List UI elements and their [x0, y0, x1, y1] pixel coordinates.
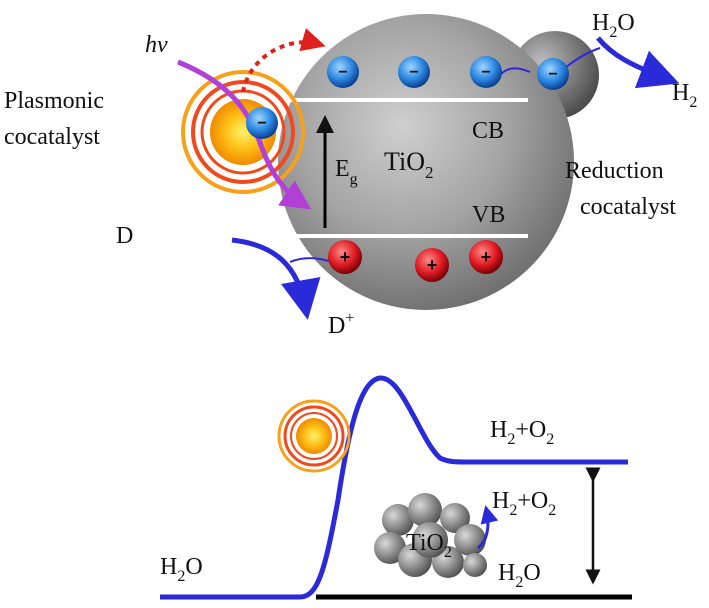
cocatalyst-electron-link	[564, 47, 601, 69]
donor-oxidation-arrow	[231, 237, 321, 320]
hole-vb-1: +	[328, 240, 362, 274]
donor-label: D	[116, 223, 133, 249]
water-reduction-arrow	[596, 36, 680, 89]
water-splitting-arrow	[476, 505, 499, 550]
svg-text:−: −	[481, 64, 490, 81]
tio2-nanoparticle-cluster	[374, 493, 487, 578]
eg-label: Eg	[335, 156, 358, 188]
vb-label: VB	[472, 202, 505, 228]
svg-text:+: +	[481, 247, 492, 267]
electron-cb-1: −	[327, 56, 359, 88]
hv-label: hv	[145, 32, 168, 58]
svg-text:+: +	[340, 247, 351, 267]
svg-text:−: −	[409, 64, 418, 81]
water-right-label: H2O	[498, 560, 541, 591]
oxidized-donor-label: D+	[328, 310, 354, 339]
tio2-small-label: TiO2	[406, 530, 452, 561]
reduction-label-line1: Reduction	[565, 158, 664, 184]
plasmonic-label-line1: Plasmonic	[4, 88, 104, 114]
energy-profile-curve	[160, 375, 628, 600]
svg-text:−: −	[548, 66, 557, 83]
hydrogen-label: H2	[672, 80, 697, 111]
tio2-label: TiO2	[384, 147, 433, 182]
electron-cb-2: −	[398, 56, 430, 88]
svg-text:−: −	[338, 64, 347, 81]
reduction-label-line2: cocatalyst	[580, 194, 676, 220]
cb-label: CB	[472, 118, 504, 144]
electron-injection-arrow	[241, 28, 326, 93]
electron-plasmonic: −	[246, 107, 278, 139]
products-high-label: H2+O2	[490, 417, 554, 448]
electron-reduction-cocatalyst: −	[537, 58, 569, 90]
plasmonic-label-line2: cocatalyst	[4, 124, 100, 150]
svg-text:−: −	[257, 115, 266, 132]
hole-vb-3: +	[469, 240, 503, 274]
products-low-label: H2+O2	[492, 488, 556, 519]
electron-cb-3: −	[470, 56, 502, 88]
light-arrow	[177, 59, 312, 210]
water-top-label: H2O	[592, 10, 635, 41]
electron-transfer-connector	[499, 67, 531, 76]
water-left-label: H2O	[160, 554, 203, 585]
plasmonic-sun-small	[277, 399, 351, 473]
svg-text:+: +	[427, 255, 438, 275]
hole-vb-2: +	[415, 248, 449, 282]
